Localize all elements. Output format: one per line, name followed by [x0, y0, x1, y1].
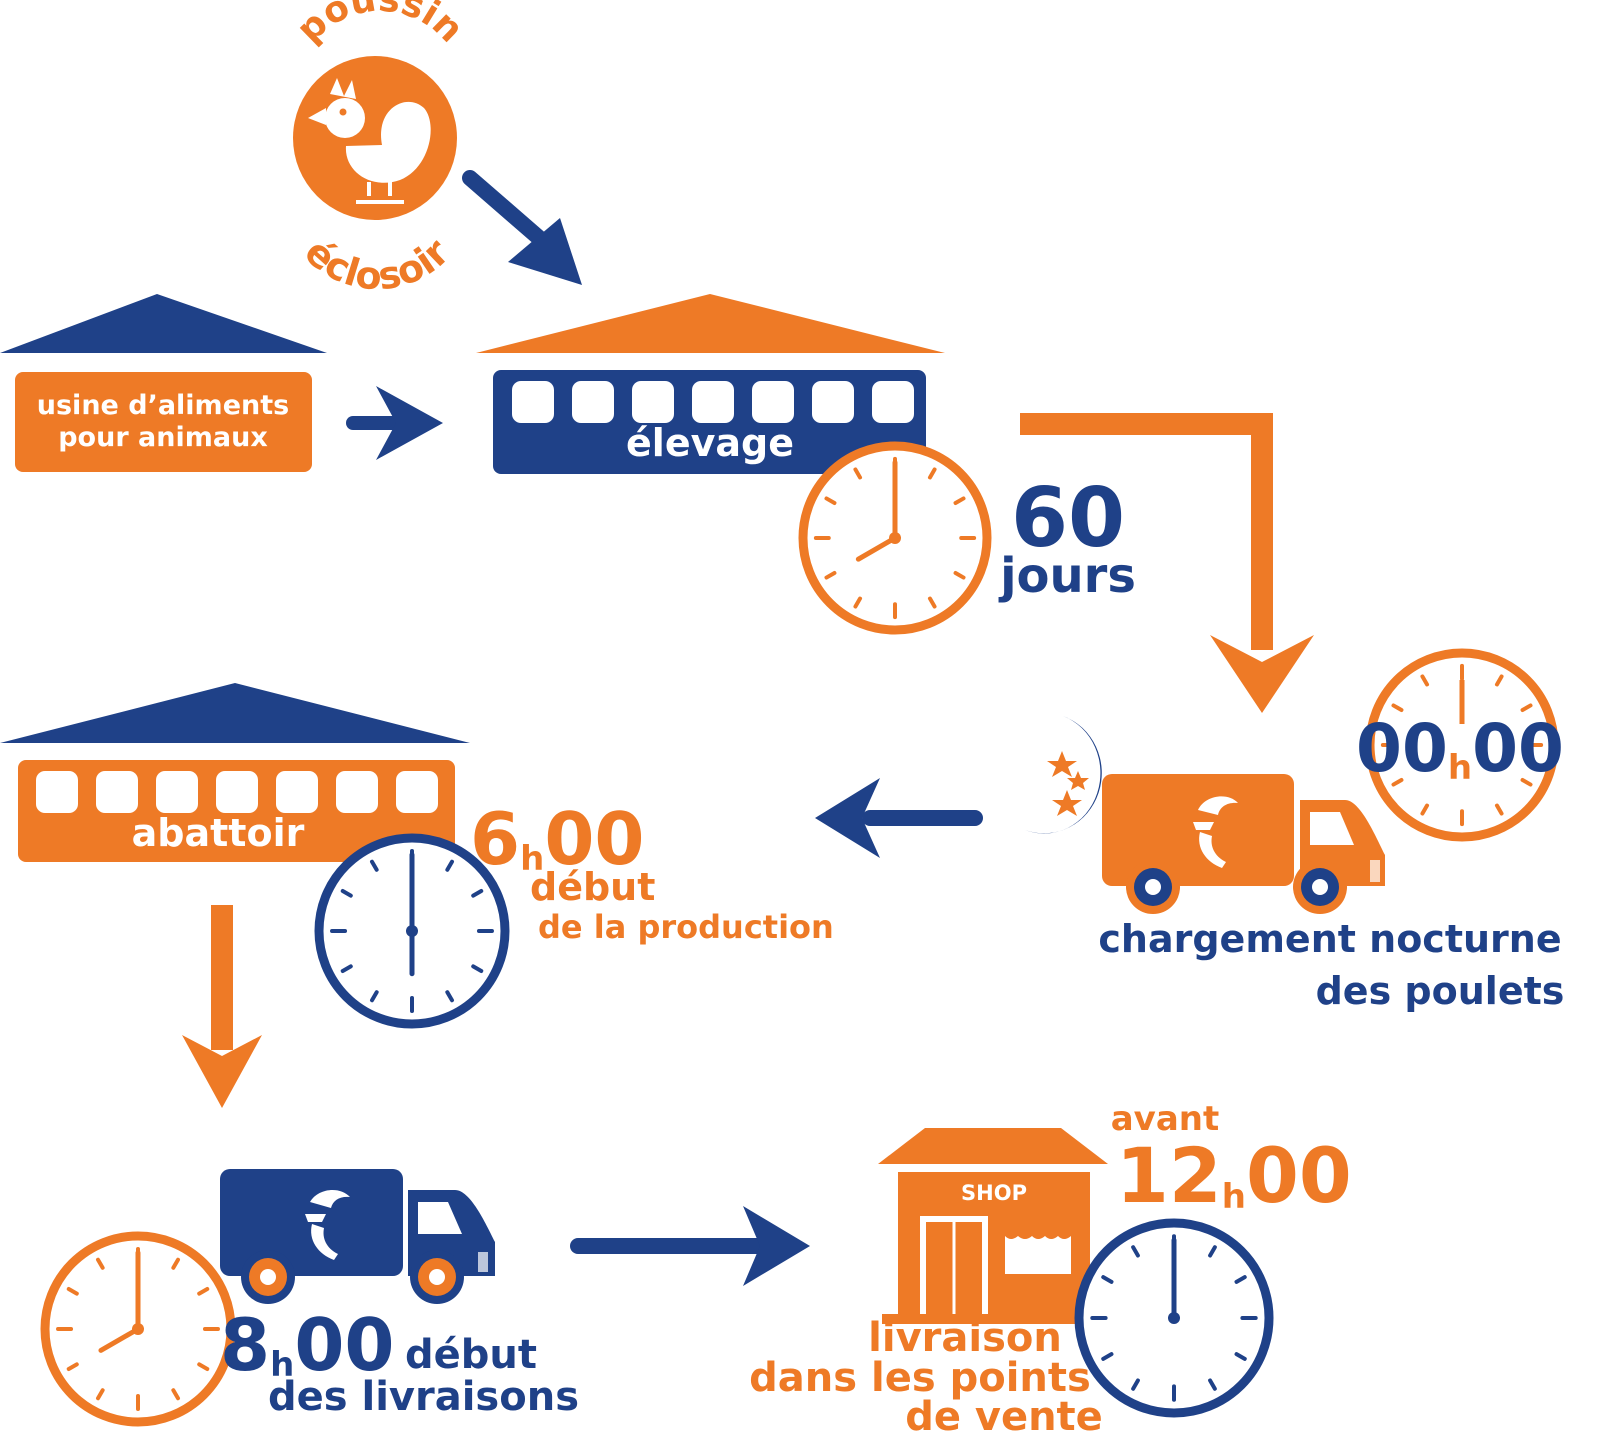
clock-tick	[1208, 1378, 1217, 1391]
clock-tick	[66, 1362, 79, 1371]
clock-hour-hand	[855, 535, 898, 562]
clock-tick	[171, 1257, 180, 1270]
slaughterhouse-node: abattoir	[0, 683, 470, 862]
clock-tick	[96, 1388, 105, 1401]
feed-factory-box	[15, 372, 312, 472]
chick-icon	[306, 78, 431, 204]
clock-icon	[798, 441, 992, 635]
clock-tick	[1420, 674, 1430, 687]
clock-center	[406, 925, 418, 937]
clock-tick	[197, 1287, 210, 1296]
clock-icon	[314, 833, 510, 1029]
hatchery-top-label: poussin	[289, 0, 471, 51]
clock-tick	[171, 1388, 180, 1401]
clock-tick	[953, 496, 966, 506]
clock-tick	[340, 964, 353, 973]
clock-tick	[1494, 803, 1504, 816]
truck-icon	[1102, 774, 1385, 914]
clock-tick	[445, 990, 454, 1003]
clock-tick	[1391, 777, 1404, 787]
farm-node: élevage	[476, 294, 945, 474]
clock-tick	[1234, 1352, 1247, 1361]
clock-tick	[1131, 1378, 1140, 1391]
hatchery-bottom-label: éclosoir	[296, 230, 458, 299]
clock-center	[889, 532, 901, 544]
feed-factory-label-line1: usine d’aliments	[37, 390, 289, 421]
clock-icon	[40, 1231, 236, 1427]
clock-tick	[927, 467, 937, 480]
clock-tick	[1101, 1275, 1114, 1284]
slaughterhouse-label-line2: de la production	[538, 908, 834, 946]
clock-tick	[1131, 1245, 1140, 1258]
clock-tick	[370, 859, 379, 872]
farm-duration-unit: jours	[998, 548, 1136, 604]
arrow-feed-to-farm	[346, 386, 443, 460]
clock-tick	[853, 467, 863, 480]
delivery-time: 8h00	[220, 1303, 395, 1387]
clock-tick	[471, 889, 484, 898]
slaughterhouse-time: 6h00	[470, 797, 645, 881]
truck-icon	[220, 1169, 495, 1304]
night-loading-time: 00h00	[1356, 710, 1564, 788]
slaughterhouse-roof	[0, 683, 470, 743]
shop-label-line3: de vente	[905, 1394, 1103, 1436]
clock-tick	[96, 1257, 105, 1270]
shop-label-line1: livraison	[868, 1315, 1062, 1361]
feed-factory-label-line2: pour animaux	[58, 422, 268, 453]
clock-tick	[953, 570, 966, 580]
shop-sign: SHOP	[961, 1181, 1027, 1205]
clock-icon	[1074, 1218, 1274, 1418]
slaughterhouse-label: abattoir	[132, 811, 305, 855]
hatchery-circle	[293, 56, 457, 220]
feed-factory-node: usine d’aliments pour animaux	[0, 294, 327, 472]
arrow-hatchery-to-farm	[462, 170, 582, 285]
clock-hour-hand	[98, 1326, 141, 1353]
clock-tick	[1420, 803, 1430, 816]
arrow-loading-to-slaughterhouse	[815, 778, 983, 858]
clock-center	[132, 1323, 144, 1335]
moon-icon	[1025, 716, 1102, 834]
hatchery-node: poussin éclosoir	[289, 0, 471, 299]
slaughterhouse-windows	[36, 771, 438, 813]
delivery-label-line1: début	[405, 1332, 537, 1378]
clock-tick	[927, 596, 937, 609]
shop-label-line2: dans les points	[749, 1355, 1091, 1401]
clock-tick	[471, 964, 484, 973]
shop-icon: SHOP	[878, 1128, 1108, 1324]
clock-center	[1168, 1312, 1180, 1324]
night-loading-label-line2: des poulets	[1316, 969, 1565, 1013]
night-loading-label-line1: chargement nocturne	[1098, 917, 1561, 961]
arrow-delivery-to-shop	[570, 1206, 810, 1286]
feed-factory-roof	[0, 294, 327, 353]
slaughterhouse-label-line1: début	[530, 865, 655, 909]
farm-roof	[476, 294, 945, 353]
clock-tick	[824, 570, 837, 580]
clock-tick	[1494, 674, 1504, 687]
clock-tick	[197, 1362, 210, 1371]
stars-icon	[1047, 751, 1089, 816]
arrow-slaughterhouse-to-delivery	[182, 905, 262, 1108]
delivery-label-line2: des livraisons	[268, 1374, 579, 1420]
clock-face	[1365, 648, 1559, 842]
clock-tick	[1234, 1275, 1247, 1284]
arrow-farm-to-loading	[1020, 413, 1314, 713]
clock-tick	[370, 990, 379, 1003]
shop-time: 12h00	[1116, 1131, 1352, 1220]
clock-tick	[445, 859, 454, 872]
farm-windows	[512, 381, 914, 423]
farm-label: élevage	[626, 421, 794, 465]
clock-tick	[1520, 703, 1533, 713]
clock-tick	[853, 596, 863, 609]
clock-tick	[1520, 777, 1533, 787]
clock-icon	[1365, 648, 1559, 842]
clock-tick	[824, 496, 837, 506]
clock-tick	[1391, 703, 1404, 713]
clock-tick	[1208, 1245, 1217, 1258]
farm-duration-value: 60	[1011, 471, 1125, 566]
clock-tick	[340, 889, 353, 898]
clock-tick	[66, 1287, 79, 1296]
clock-tick	[1101, 1352, 1114, 1361]
shop-prefix: avant	[1111, 1099, 1220, 1139]
